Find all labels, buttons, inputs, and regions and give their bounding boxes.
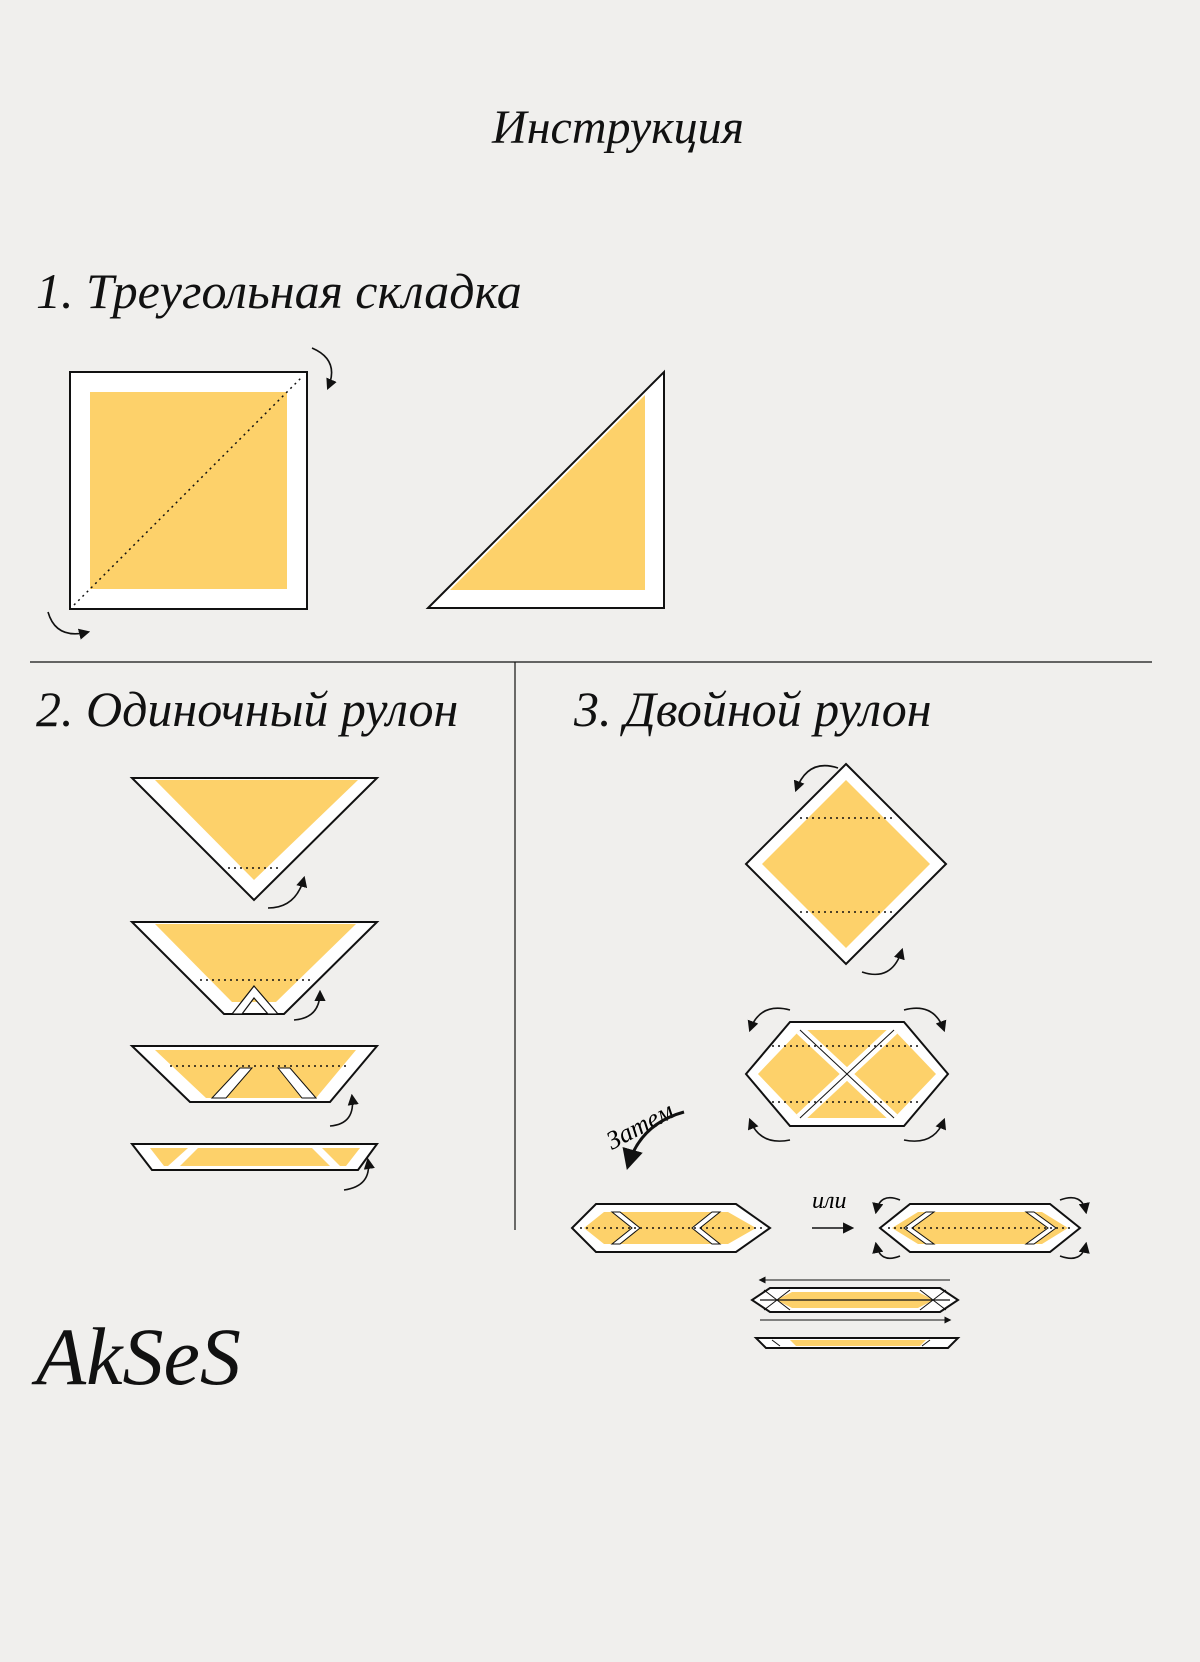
double-roll-step-3b-bar	[878, 1203, 1082, 1253]
double-roll-step-1-diamond	[744, 762, 948, 966]
double-roll-step-4-strip	[750, 1280, 960, 1320]
step-1-square-napkin	[69, 371, 308, 610]
fold-arrow-icon	[1059, 1241, 1090, 1260]
single-roll-step-4	[129, 1143, 379, 1171]
fold-arrow-icon	[293, 989, 326, 1021]
fold-arrow-icon	[861, 947, 905, 976]
fold-arrow-icon	[311, 347, 337, 391]
fold-arrow-icon	[793, 764, 839, 793]
fold-arrow-icon	[343, 1157, 375, 1191]
single-roll-step-3	[129, 1045, 380, 1103]
section-title-single-roll: 2. Одиночный рулон	[36, 681, 459, 737]
fold-arrow-icon	[747, 1007, 791, 1033]
fold-arrow-icon	[903, 1117, 947, 1142]
page-title: Инструкция	[492, 101, 744, 154]
double-roll-step-5-strip	[753, 1337, 961, 1349]
step-1-folded-triangle	[425, 369, 665, 609]
section-title-triangle-fold: 1. Треугольная складка	[36, 263, 522, 319]
then-annotation: Затем	[601, 1096, 685, 1171]
section-title-double-roll: 3. Двойной рулон	[574, 681, 932, 737]
single-roll-step-1	[129, 777, 380, 902]
double-roll-step-2-hexagon	[744, 1021, 950, 1127]
fold-arrow-icon	[872, 1196, 901, 1215]
fold-arrow-icon	[872, 1241, 901, 1260]
fold-arrow-icon	[747, 1117, 791, 1142]
fold-arrow-icon	[1059, 1196, 1090, 1215]
then-label: Затем	[601, 1096, 678, 1155]
fold-arrow-icon	[903, 1007, 947, 1033]
double-roll-step-3a-bar	[570, 1203, 772, 1253]
or-label: или	[812, 1188, 846, 1214]
brand-logo: AkSeS	[36, 1311, 241, 1402]
fold-arrow-icon	[47, 611, 91, 640]
fold-arrow-icon	[267, 875, 308, 909]
or-annotation: или	[812, 1188, 855, 1234]
fold-arrow-icon	[329, 1093, 359, 1127]
curved-arrow-icon	[622, 1110, 685, 1171]
single-roll-step-2	[129, 921, 380, 1015]
